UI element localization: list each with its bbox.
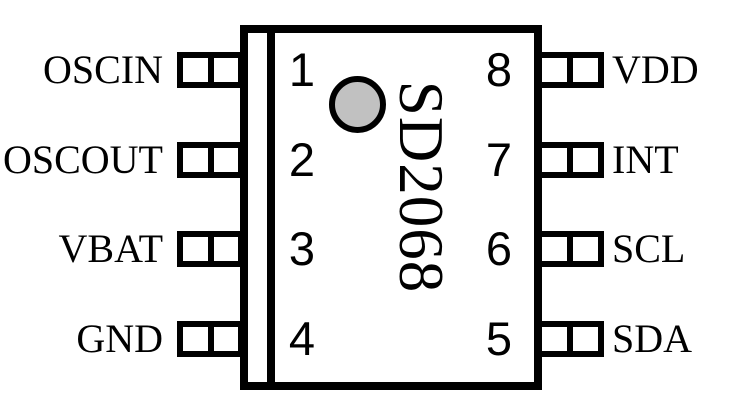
pin-pad-divider xyxy=(207,237,214,261)
pin-label-gnd: GND xyxy=(76,316,163,361)
pin-pad-divider xyxy=(567,58,573,82)
pin-pad-sda xyxy=(536,321,604,357)
pin1-indicator-dot-icon xyxy=(329,76,386,133)
pin-number-5: 5 xyxy=(485,312,513,365)
pin-pad-divider xyxy=(567,237,573,261)
pin-label-vdd: VDD xyxy=(612,47,699,92)
pin-label-int: INT xyxy=(612,137,679,182)
pin-pad-oscout xyxy=(177,142,244,178)
pin-label-vbat: VBAT xyxy=(58,226,163,271)
pin-number-6: 6 xyxy=(485,222,513,275)
pin-label-scl: SCL xyxy=(612,226,686,271)
pin-pad-divider xyxy=(207,148,214,172)
pin-pad-int xyxy=(536,142,604,178)
chip-inner-edge-line xyxy=(267,33,275,382)
pin-number-2: 2 xyxy=(288,133,316,186)
pin-pad-divider xyxy=(567,148,573,172)
pin-pad-vbat xyxy=(177,231,244,267)
pin-label-oscin: OSCIN xyxy=(42,47,163,92)
pin-number-7: 7 xyxy=(485,133,513,186)
pin-pad-divider xyxy=(207,58,214,82)
pin-pad-oscin xyxy=(177,52,244,88)
chip-part-number: SD2068 xyxy=(386,80,456,294)
pin-number-1: 1 xyxy=(288,43,316,96)
pin-label-oscout: OSCOUT xyxy=(2,137,163,182)
pin-number-4: 4 xyxy=(288,312,316,365)
pin-pad-divider xyxy=(207,327,214,351)
pin-pad-divider xyxy=(567,327,573,351)
pin-pad-gnd xyxy=(177,321,244,357)
chip-body xyxy=(240,25,542,390)
pin-label-sda: SDA xyxy=(612,316,693,361)
pin-number-3: 3 xyxy=(288,222,316,275)
pin-number-8: 8 xyxy=(485,43,513,96)
pin-pad-vdd xyxy=(536,52,604,88)
pin-pad-scl xyxy=(536,231,604,267)
